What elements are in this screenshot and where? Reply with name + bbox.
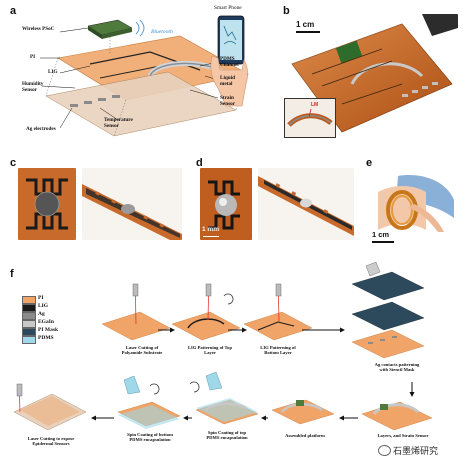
label-temperature-sensor: Temperature Sensor (104, 117, 133, 129)
panel-letter-d: d (196, 157, 203, 169)
panel-letter-a: a (10, 5, 17, 17)
bluetooth-signal-icon (135, 19, 145, 37)
panel-a-schematic: Bluetooth Smart Phone Wireless PSoC PI L… (0, 0, 280, 150)
step-caption-4: Ag contacts patterning with Stencil Mask (374, 362, 420, 373)
label-humidity-sensor: Humidity Sensor (22, 81, 44, 93)
fabrication-flow-illustration (13, 261, 433, 431)
step-caption-3: LIG Patterning of Bottom Layer (260, 345, 296, 356)
inset-liquid-metal-photo (287, 108, 333, 127)
panel-d-photo-left: 1 mm (200, 168, 252, 240)
panel-d-scale-bar (203, 236, 219, 238)
legend-text: PI (38, 295, 44, 301)
panel-letter-f: f (10, 268, 14, 280)
watermark-text: 石墨烯研究 (393, 447, 439, 457)
step-5-illustration (361, 401, 433, 431)
step-2-illustration (171, 283, 241, 341)
panel-b-inset: LM (284, 98, 336, 138)
panel-d-photo-right (258, 168, 354, 240)
legend-text: EGaIn (38, 319, 54, 325)
panel-d-scale-label: 1 mm (202, 226, 219, 233)
legend-swatch (22, 296, 36, 304)
legend-text: Ag (38, 311, 45, 317)
step-9-illustration (13, 383, 87, 431)
legend-text: PI Mask (38, 327, 59, 333)
legend-swatch (22, 320, 36, 328)
label-pi: PI (30, 54, 36, 60)
strain-channel-photo (82, 184, 182, 240)
step-6-illustration (271, 399, 335, 425)
label-strain-sensor: Strain Sensor (220, 95, 235, 107)
label-liquid-metal: Liquid metal (220, 75, 235, 87)
smartphone-hand-icon (210, 15, 248, 107)
legend-text: LIG (38, 303, 49, 309)
step-4-illustration (351, 261, 425, 359)
panel-b-scale-bar (296, 31, 320, 33)
panel-f-legend: PI LIG Ag EGaIn PI Mask PDMS (22, 295, 82, 346)
step-1-illustration (101, 283, 171, 341)
panel-letter-c: c (10, 157, 17, 169)
panel-e-scale-label: 1 cm (372, 230, 390, 239)
panel-c-photo-left (18, 168, 76, 240)
step-3-illustration (243, 283, 313, 341)
exploded-device-illustration (40, 19, 249, 137)
bluetooth-label: Bluetooth (151, 29, 173, 35)
legend-text: PDMS (38, 335, 54, 341)
step-caption-8: Spin Coating of bottom PDMS encapsulatio… (127, 432, 173, 443)
inset-lm-label: LM (311, 102, 319, 108)
panel-e-scale-bar (372, 241, 394, 243)
label-lig: LIG (48, 69, 58, 75)
panel-b-scale-label: 1 cm (296, 20, 315, 29)
serpentine-electrode-photo (208, 180, 240, 230)
legend-swatch (22, 312, 36, 320)
step-caption-9: Laser Cutting to expose Epidermal Sensor… (27, 436, 75, 447)
watermark-icon (378, 445, 391, 456)
panel-e-photo: 1 cm (368, 170, 458, 250)
smart-phone-label: Smart Phone (214, 5, 242, 11)
legend-swatch (22, 336, 36, 344)
panel-c-photo-right (82, 168, 182, 240)
step-caption-5: Layers, and Strain Sensor (377, 433, 429, 438)
step-8-illustration (117, 375, 181, 429)
liquid-metal-channel-photo (258, 176, 354, 236)
panel-b-device-photo: 1 cm LM (282, 14, 458, 152)
label-ag-electrodes: Ag electrodes (26, 126, 56, 132)
serpentine-sensor-photo (26, 178, 68, 230)
step-caption-1: Laser Cutting of Polyamide Substrate (121, 345, 163, 356)
step-7-illustration (189, 371, 259, 425)
step-caption-2: LIG Patterning of Top Layer (187, 345, 233, 356)
legend-swatch (22, 328, 36, 336)
label-wireless-psoc: Wireless PSoC (22, 26, 55, 32)
step-caption-7: Spin Coating of top PDMS encapsulation (206, 430, 248, 441)
legend-swatch (22, 304, 36, 312)
label-pdms-channel: PDMS Channel (220, 56, 239, 68)
panel-letter-b: b (283, 5, 290, 17)
step-caption-6: Assembled platform (285, 433, 325, 438)
rolled-device-photo (378, 175, 454, 232)
panel-letter-e: e (366, 157, 373, 169)
